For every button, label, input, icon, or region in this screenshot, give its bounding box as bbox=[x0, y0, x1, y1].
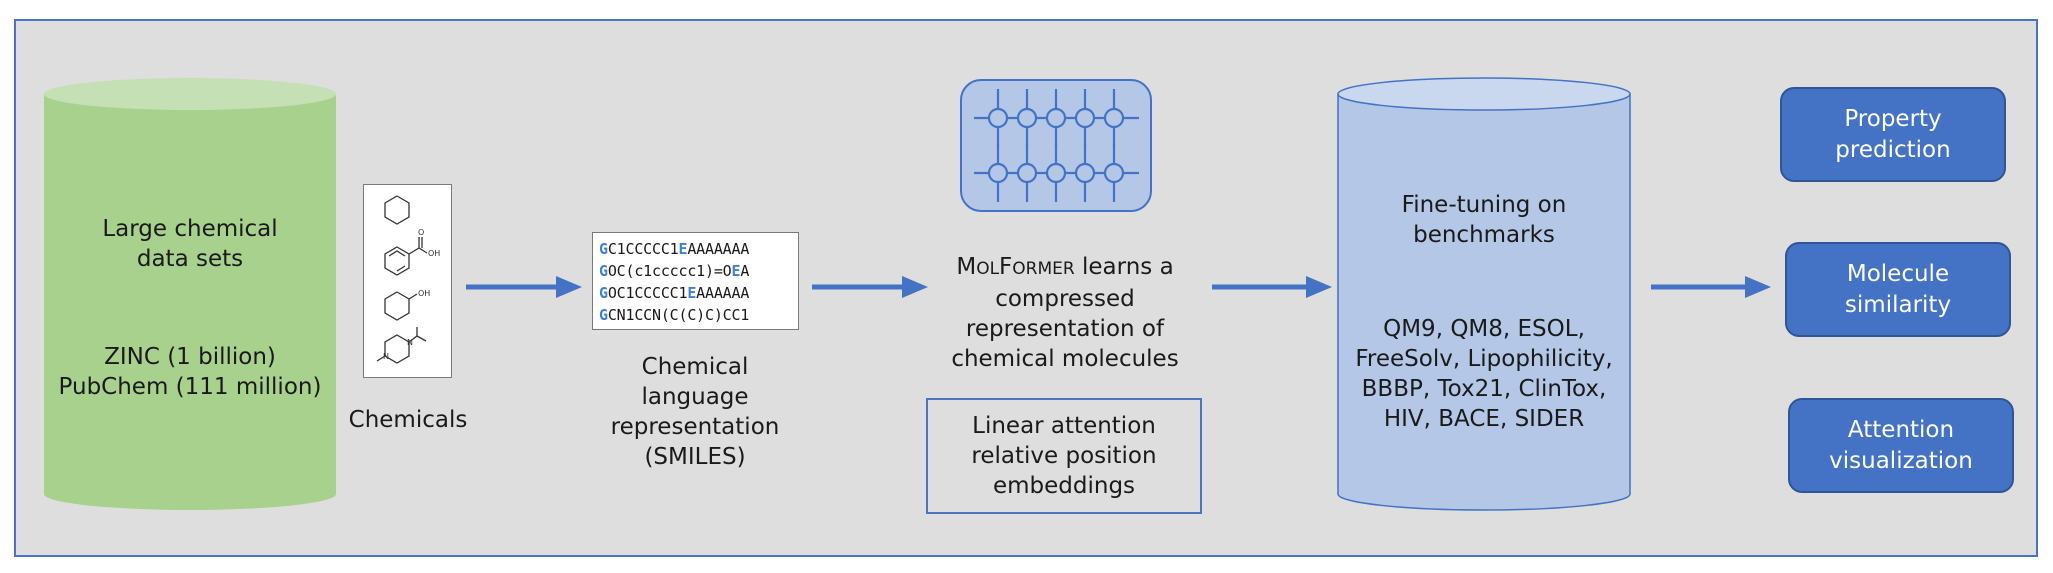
smiles-card: GC1CCCCC1EAAAAAAA GOC(c1ccccc1)=OEA GOC1… bbox=[592, 232, 799, 330]
svg-text:OH: OH bbox=[428, 249, 440, 258]
chemical-structures-card: O OH OH N N bbox=[363, 184, 452, 378]
smiles-line: GOC1CCCCC1EAAAAAA bbox=[599, 284, 750, 302]
datasets-cylinder bbox=[44, 78, 336, 510]
smiles-line: GCN1CCN(C(C)C)CC1 bbox=[599, 306, 750, 324]
svg-text:N: N bbox=[407, 338, 413, 347]
property-prediction-box: Property prediction bbox=[1780, 87, 2006, 182]
finetuning-title: Fine-tuning on benchmarks bbox=[1401, 192, 1567, 248]
attention-method-box: Linear attention relative position embed… bbox=[926, 398, 1202, 514]
arrow-smiles-to-molformer bbox=[812, 276, 928, 298]
smiles-label: Chemical language representation (SMILES… bbox=[610, 354, 780, 470]
molecule-structures-icon: O OH OH N N bbox=[376, 195, 440, 364]
benchmark-list: QM9, QM8, ESOL, FreeSolv, Lipophilicity,… bbox=[1355, 316, 1613, 432]
arrow-finetuning-to-outputs bbox=[1651, 276, 1771, 298]
chemicals-label: Chemicals bbox=[348, 407, 468, 433]
arrow-datasets-to-smiles bbox=[466, 276, 582, 298]
smiles-line: GC1CCCCC1EAAAAAAA bbox=[599, 240, 750, 258]
molecule-similarity-box: Molecule similarity bbox=[1785, 242, 2011, 337]
datasets-title: Large chemical data sets bbox=[102, 216, 278, 272]
smiles-line: GOC(c1ccccc1)=OEA bbox=[599, 262, 750, 280]
attention-visualization-box: Attention visualization bbox=[1788, 398, 2014, 493]
svg-text:O: O bbox=[418, 228, 424, 237]
svg-text:N: N bbox=[383, 352, 389, 361]
transformer-network-icon bbox=[960, 79, 1152, 212]
molformer-description: MOLFORMER learns a compressed representa… bbox=[951, 254, 1179, 372]
finetuning-cylinder bbox=[1337, 77, 1631, 511]
datasets-sources: ZINC (1 billion) PubChem (111 million) bbox=[58, 344, 322, 400]
arrow-molformer-to-finetuning bbox=[1212, 276, 1332, 298]
svg-text:OH: OH bbox=[418, 289, 430, 298]
